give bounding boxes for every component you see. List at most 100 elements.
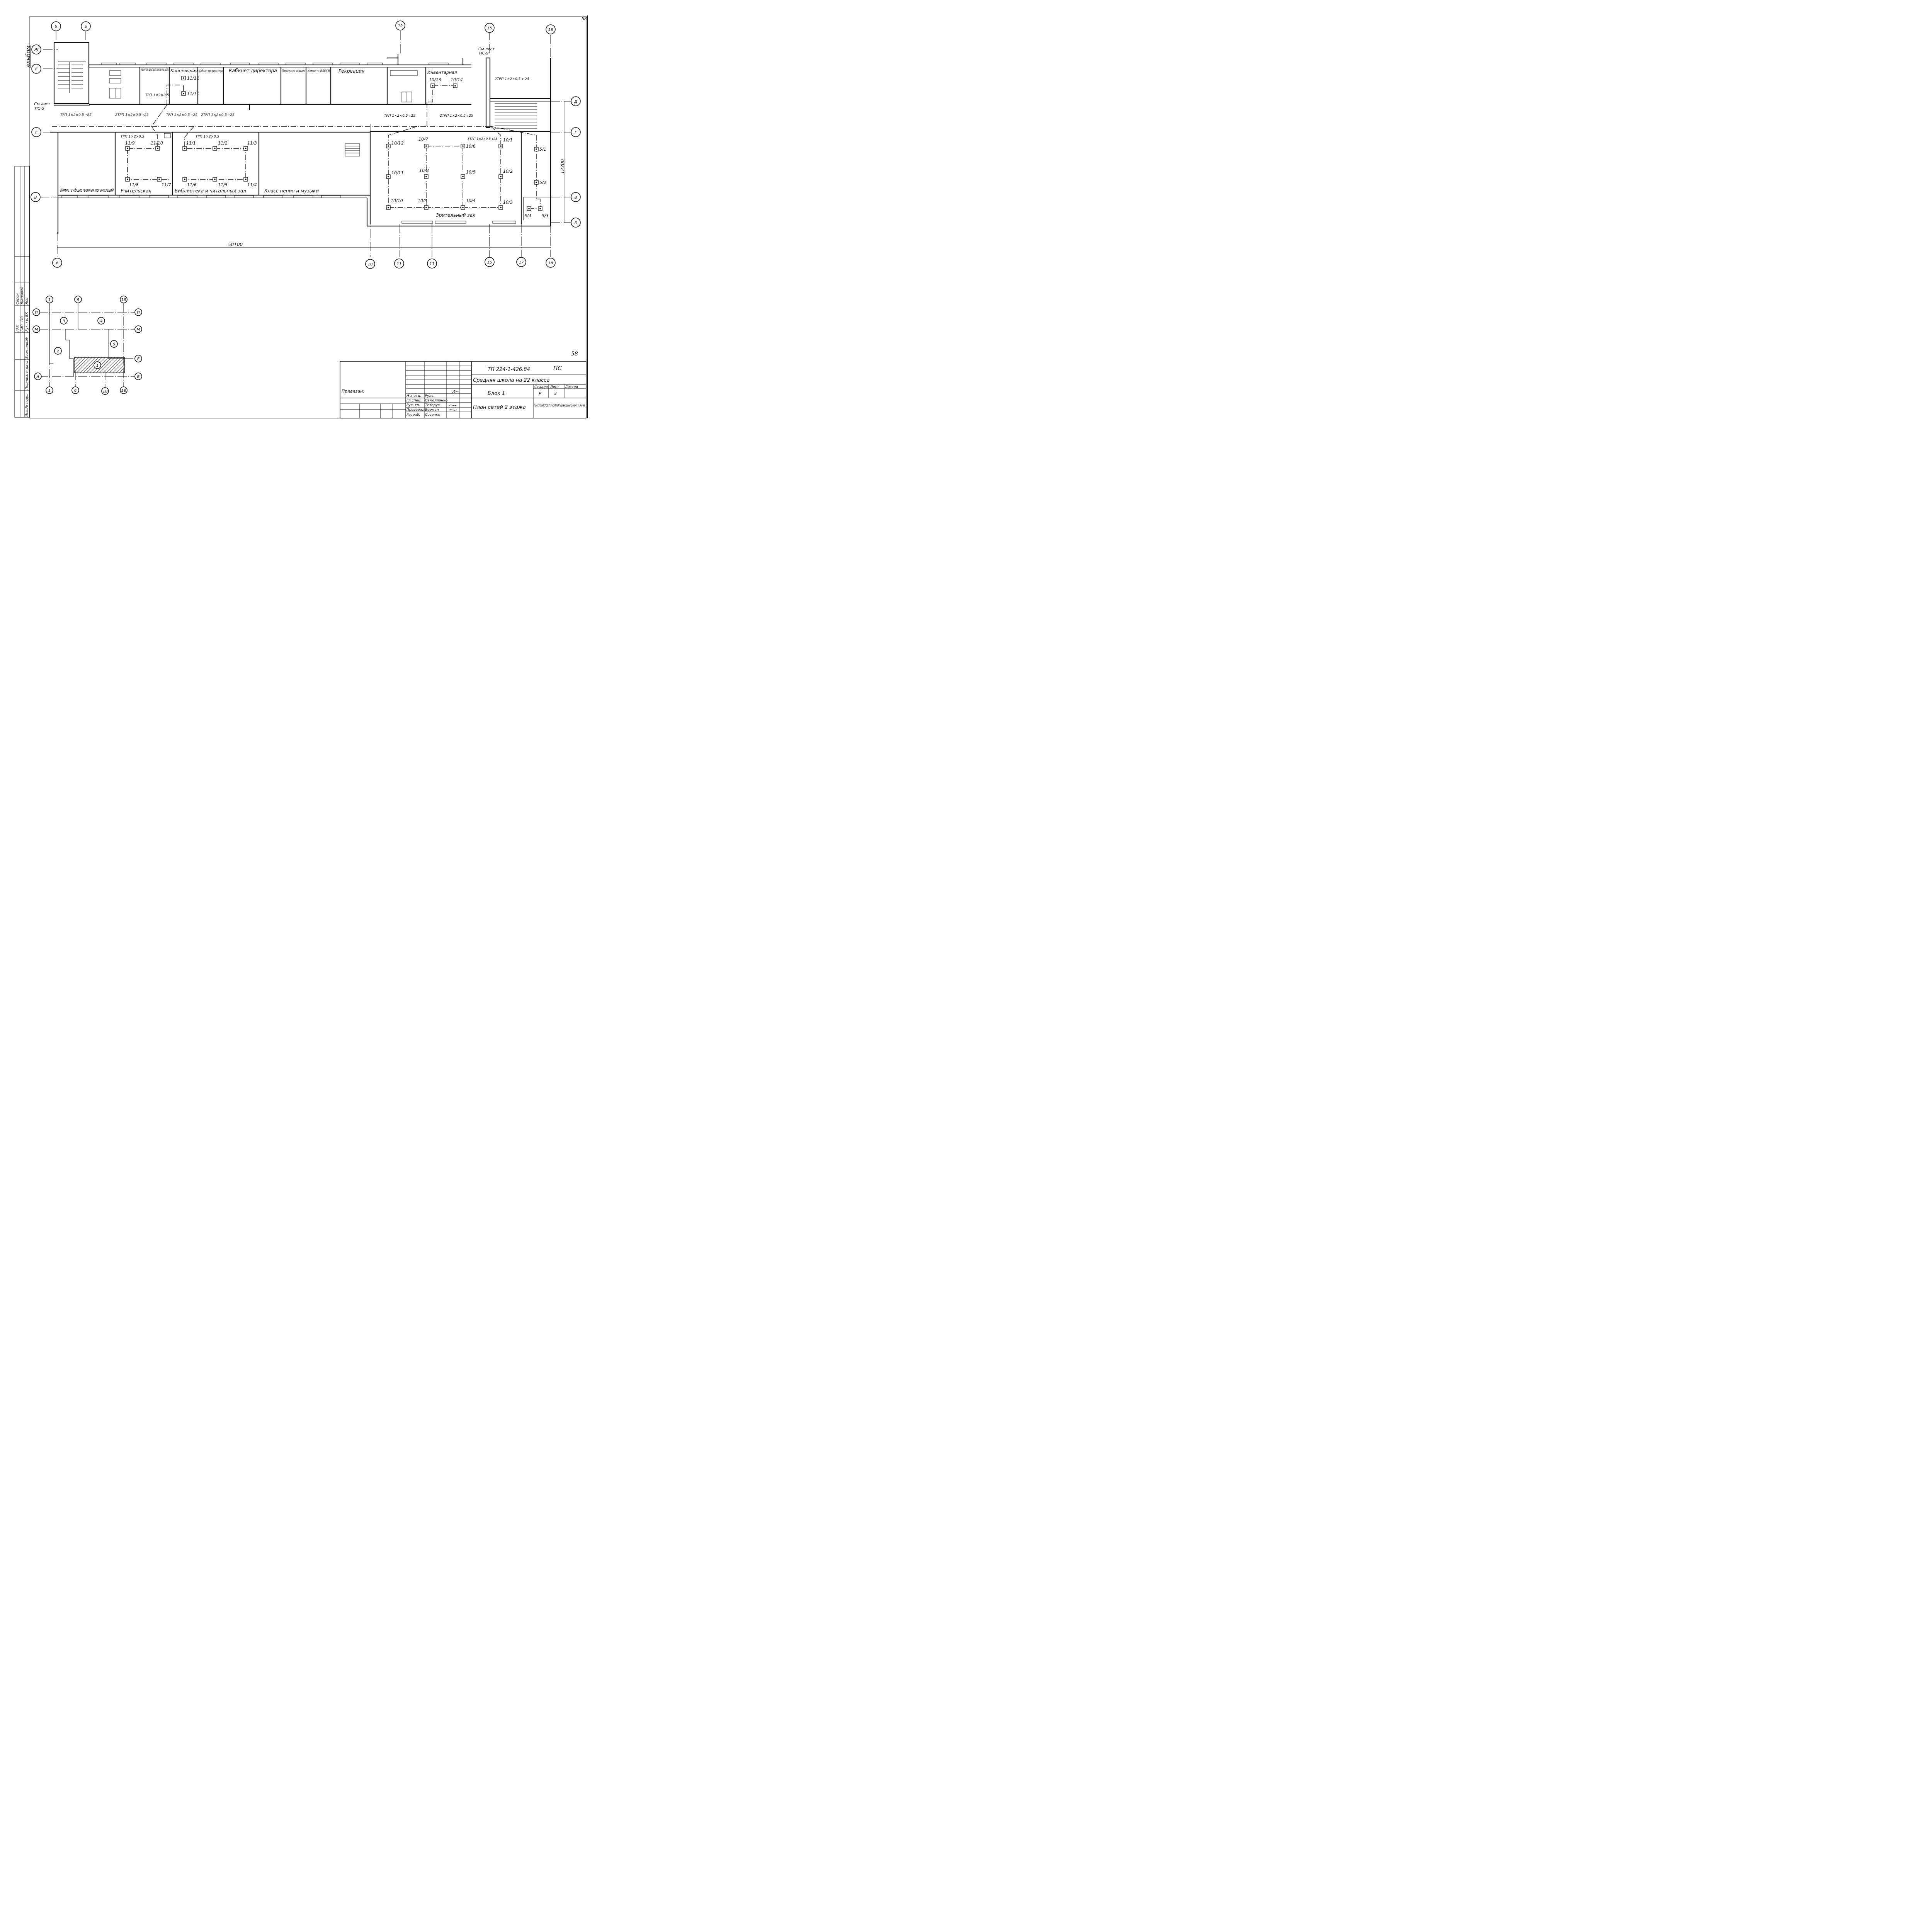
cable-label: 5ТРП 1×2×0,5 т25 xyxy=(468,137,497,141)
device-label: 11/6 xyxy=(187,182,197,187)
key-block-label: 4 xyxy=(100,319,102,323)
network-device: 11/3 xyxy=(243,141,257,151)
stamp-name: Лев xyxy=(25,298,29,305)
block-name: Блок 1 xyxy=(488,391,505,396)
network-device: 11/12 xyxy=(181,76,199,81)
sheet-title: План сетей 2 этажа xyxy=(473,405,526,410)
device-label: 11/7 xyxy=(162,182,171,187)
stage-value: Р xyxy=(539,391,541,396)
key-axis-side: Е xyxy=(134,355,142,362)
left-stamp-text: ГАП ГИП Рук. гр. ВК Сорон Лысковой Лев О… xyxy=(16,286,29,417)
axis-bubble-left: В xyxy=(31,192,41,202)
key-block-label: 3 xyxy=(63,319,65,323)
floor-plan-drawing: 58 58 альбом xyxy=(14,15,588,418)
device-label: 5/3 xyxy=(542,213,549,218)
key-axis-side-label: А xyxy=(36,375,39,379)
key-axis-side: М xyxy=(32,325,40,333)
tied-label: Привязан: xyxy=(342,389,364,394)
axis-bubble-bottom: 15 xyxy=(485,257,495,267)
tb-role: Рук. гр. xyxy=(406,403,420,407)
axis-bubble-right-label: Б xyxy=(575,221,577,225)
project-name: Средняя школа на 22 класса xyxy=(473,378,549,383)
network-device: 5/3 xyxy=(538,206,549,218)
cable-label: ТРП 1×2×0,5 xyxy=(121,135,145,139)
device-label: 11/5 xyxy=(218,182,228,187)
axis-bubble-top-label: 12 xyxy=(398,24,403,28)
room-director: Кабинет директора xyxy=(229,68,277,73)
network-device: 11/2 xyxy=(213,141,228,151)
device-label: 10/12 xyxy=(391,141,404,146)
device-label: 10/9 xyxy=(418,198,427,203)
room-recreation: Рекреация xyxy=(338,68,364,74)
network-device: 5/4 xyxy=(524,206,531,218)
network-device: 10/5 xyxy=(461,170,476,179)
cable-label: ТРП 1×2×0,5 xyxy=(196,135,219,139)
axis-bubble-bottom-label: 18 xyxy=(548,261,553,265)
tb-name: Тетерук xyxy=(425,403,440,407)
cable-label: 2ТРП 1×2×0,5 т25 xyxy=(440,114,473,118)
stage-header: Стадия xyxy=(534,385,548,389)
device-label: 10/7 xyxy=(418,137,428,142)
stamp-column: Подпись и дата xyxy=(25,361,29,389)
tb-role: Разраб. xyxy=(406,413,420,417)
room-zam-director2: Кабинет зам.дирек-тора xyxy=(199,69,223,73)
tb-role: Н-к отд. xyxy=(406,394,421,398)
key-axis-side: П xyxy=(32,308,40,316)
network-device: 11/4 xyxy=(243,177,257,187)
key-axis-top-label: 18 xyxy=(121,298,126,302)
sheet-value: 3 xyxy=(554,391,557,396)
stamp-section: ОВ xyxy=(20,316,24,321)
device-label: 11/8 xyxy=(129,182,139,187)
stamp-column: Инв.№ подл. xyxy=(25,394,29,417)
axis-bubble-left: Г xyxy=(31,127,41,137)
axis-bubble-right-label: Д xyxy=(574,100,577,104)
device-label: 5/1 xyxy=(539,147,546,152)
network-device: 10/8 xyxy=(419,168,429,179)
device-label: 11/9 xyxy=(125,141,135,146)
device-label: 10/2 xyxy=(503,169,513,174)
device-label: 10/1 xyxy=(503,138,513,143)
room-library: Библиотека и читальный зал xyxy=(175,188,246,194)
signatures xyxy=(449,390,459,411)
axis-bubble-bottom: 13 xyxy=(427,259,437,269)
key-block: 3 xyxy=(60,317,68,325)
axis-bubble-top-label: в xyxy=(85,25,87,29)
sheet-header: Лист xyxy=(550,385,560,389)
key-block: 1 xyxy=(94,361,101,369)
device-label: 10/6 xyxy=(466,144,476,149)
room-kancelyariya: Канцелярия xyxy=(170,68,198,73)
axis-bubble-top: б xyxy=(51,21,61,31)
axis-bubble-bottom-label: 11 xyxy=(397,262,402,266)
building-walls xyxy=(50,42,551,234)
key-axis-side-label: Б xyxy=(137,375,140,379)
network-device: 10/1 xyxy=(498,138,513,148)
axis-bubble-top: в xyxy=(81,21,91,31)
axis-bubble-top-label: 18 xyxy=(548,28,553,32)
network-device: 11/6 xyxy=(182,177,197,187)
key-axis-bottom-label: 10 xyxy=(103,389,108,394)
room-hall: Зрительный зал xyxy=(436,213,476,218)
network-device: 10/11 xyxy=(386,170,404,179)
device-label: 11/3 xyxy=(247,141,257,146)
tb-role: Гл.спец. xyxy=(406,399,422,403)
axis-bubble-bottom: 10 xyxy=(365,259,375,269)
axis-bubble-left-label: Е xyxy=(35,67,38,71)
device-label: 10/5 xyxy=(466,170,476,175)
axis-bubble-bottom: 18 xyxy=(546,258,556,268)
key-block: 5 xyxy=(110,340,118,348)
cable-label: 2ТРП 1×2×0,5 т25 xyxy=(115,113,149,117)
ref-ps5-line1: См.лист xyxy=(34,102,51,106)
key-axis-bottom: 18 xyxy=(120,386,128,394)
cable-label: ТРП 1×2×0,5 т25 xyxy=(60,113,92,117)
device-label: 11/2 xyxy=(218,141,228,146)
network-device: 5/1 xyxy=(534,147,546,152)
room-vlksm: Комната ВЛКСМ xyxy=(308,69,330,73)
key-block-label: 2 xyxy=(57,349,59,354)
key-axis-side-label: П xyxy=(137,311,140,315)
network-device: 11/1 xyxy=(182,141,196,151)
key-axis-side: М xyxy=(134,325,142,333)
sheets-header: Листов xyxy=(565,385,578,389)
doc-code: ТП 224-1-426.84 xyxy=(488,367,530,372)
device-label: 10/11 xyxy=(391,170,404,175)
